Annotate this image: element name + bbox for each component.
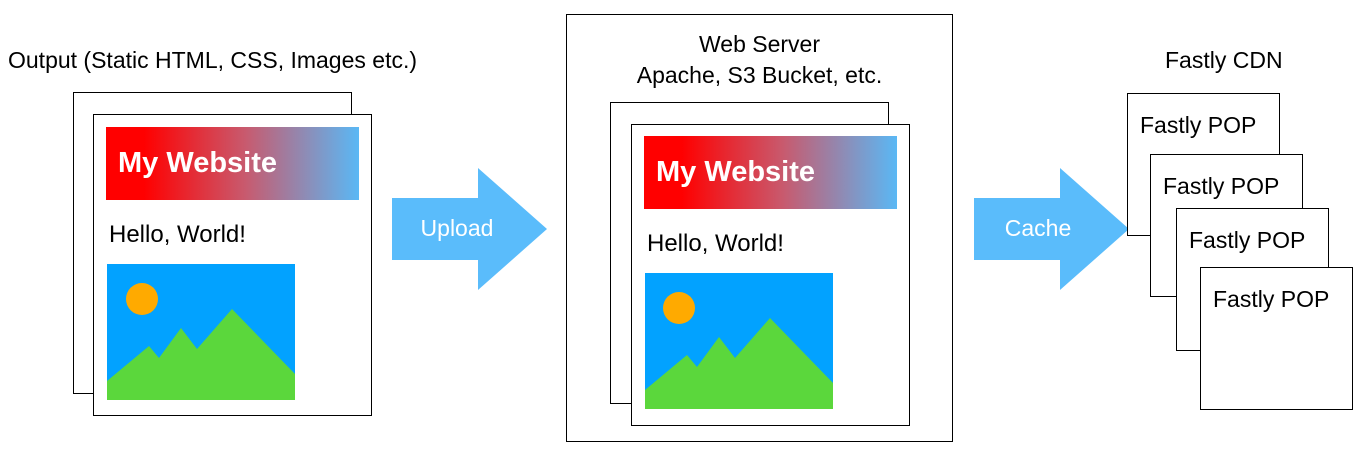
mountain-icon: [645, 318, 833, 409]
server-site-title: My Website: [656, 156, 816, 188]
output-site-banner: My Website: [106, 127, 359, 200]
server-greeting: Hello, World!: [647, 230, 784, 257]
landscape-image-icon: [645, 273, 833, 409]
mountain-icon: [107, 309, 295, 400]
sun-icon: [663, 292, 695, 324]
pop-box-4: Fastly POP: [1200, 267, 1353, 410]
upload-label: Upload: [420, 215, 494, 241]
landscape-image-icon: [107, 264, 295, 400]
pop-label: Fastly POP: [1163, 173, 1280, 199]
output-title: Output (Static HTML, CSS, Images etc.): [8, 47, 418, 73]
output-site-title: My Website: [118, 147, 278, 179]
web-server-title: Web Server: [698, 31, 820, 57]
cdn-title: Fastly CDN: [1165, 47, 1283, 73]
cache-label: Cache: [1004, 215, 1072, 241]
pop-label: Fastly POP: [1213, 286, 1330, 312]
output-greeting: Hello, World!: [109, 221, 246, 248]
sun-icon: [126, 283, 158, 315]
server-site-banner: My Website: [644, 136, 897, 209]
web-server-subtitle: Apache, S3 Bucket, etc.: [636, 62, 883, 88]
pop-label: Fastly POP: [1189, 227, 1306, 253]
pop-label: Fastly POP: [1140, 112, 1257, 138]
upload-arrow-icon: [392, 168, 547, 290]
cache-arrow-icon: [974, 168, 1129, 290]
